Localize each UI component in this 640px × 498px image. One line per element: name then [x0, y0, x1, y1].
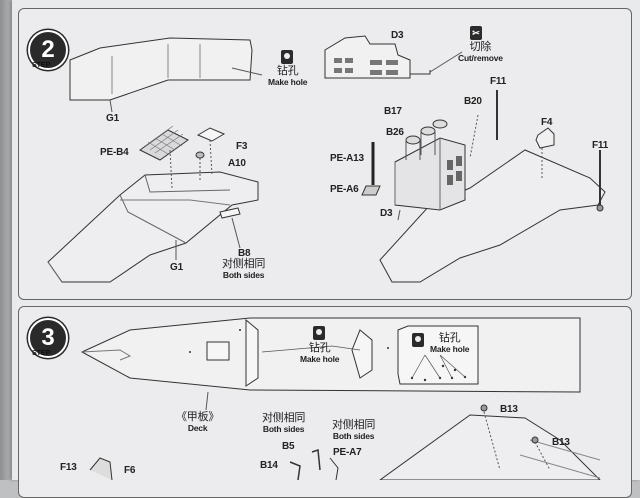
step-3-label: STEP — [32, 350, 51, 357]
both-sides-en: Both sides — [222, 270, 265, 280]
part-label-b26: B26 — [386, 127, 404, 138]
part-label-pe-a7: PE-A7 — [333, 447, 362, 458]
part-label-b8: B8 — [238, 248, 251, 259]
drill-en: Make hole — [300, 354, 340, 364]
both-sides-en: Both sides — [332, 431, 375, 441]
hull-top-view — [69, 37, 253, 101]
part-label-b13-a: B13 — [500, 404, 518, 415]
step-number: 3 — [41, 324, 55, 351]
deck-label: 《甲板》 Deck — [176, 412, 219, 434]
drill-en: Make hole — [268, 77, 308, 87]
both-sides-note: 对侧相同 Both sides — [222, 259, 265, 281]
part-label-b14: B14 — [260, 460, 278, 471]
step-2-badge: 2 — [28, 30, 68, 70]
part-label-f4: F4 — [541, 117, 553, 128]
part-label-b13-b: B13 — [552, 437, 570, 448]
part-label-f13: F13 — [60, 462, 77, 473]
cut-cn: 切除 — [469, 41, 492, 53]
deck-cn: 《甲板》 — [176, 411, 220, 423]
cut-instruction: 切除 Cut/remove — [458, 42, 503, 64]
drill-icon — [281, 50, 293, 64]
part-label-pe-b4: PE-B4 — [100, 147, 129, 158]
step-3-badge: 3 — [28, 318, 68, 358]
both-sides-note-b: 对侧相同 Both sides — [332, 420, 375, 442]
hull-isometric-right — [379, 149, 606, 283]
part-label-f3: F3 — [236, 141, 248, 152]
superstructure-side-view — [324, 35, 411, 79]
drill-icon — [313, 326, 325, 340]
part-label-pe-a13: PE-A13 — [330, 153, 364, 164]
grating-pe-b4 — [139, 125, 189, 161]
part-label-f11-a: F11 — [490, 76, 507, 87]
part-label-f11-b: F11 — [592, 140, 609, 151]
drill-instruction: 钻孔 Make hole — [268, 65, 308, 88]
part-label-g1-bottom: G1 — [170, 262, 183, 273]
both-sides-cn: 对侧相同 — [262, 412, 306, 424]
step-number: 2 — [41, 36, 55, 63]
both-sides-en: Both sides — [262, 424, 305, 434]
drill-cn: 钻孔 — [308, 342, 331, 354]
hull-isometric-step3 — [379, 414, 601, 480]
part-label-b17: B17 — [384, 106, 402, 117]
both-sides-cn: 对侧相同 — [332, 419, 376, 431]
part-label-d3: D3 — [391, 30, 404, 41]
drill-icon — [412, 333, 424, 347]
both-sides-note-a: 对侧相同 Both sides — [262, 413, 305, 435]
cut-icon: ✂ — [470, 26, 482, 40]
part-label-d3-bottom: D3 — [380, 208, 393, 219]
drill-instruction-b: 钻孔 Make hole — [430, 332, 470, 355]
part-label-a10: A10 — [228, 158, 246, 169]
step-2-label: STEP — [32, 62, 51, 69]
cut-en: Cut/remove — [458, 53, 503, 63]
drill-cn: 钻孔 — [276, 65, 299, 77]
part-label-pe-a6: PE-A6 — [330, 184, 359, 195]
hull-isometric-left — [47, 171, 259, 283]
assembly-line-art — [47, 35, 606, 480]
drill-en: Make hole — [430, 344, 470, 354]
part-label-b5: B5 — [282, 441, 295, 452]
drill-cn: 钻孔 — [438, 332, 461, 344]
part-label-b20: B20 — [464, 96, 482, 107]
both-sides-cn: 对侧相同 — [222, 258, 266, 270]
deck-en: Deck — [187, 423, 208, 433]
part-label-f6: F6 — [124, 465, 136, 476]
drill-instruction-a: 钻孔 Make hole — [300, 342, 340, 365]
sheet-edge-shadow — [0, 0, 14, 480]
part-label-g1: G1 — [106, 113, 119, 124]
